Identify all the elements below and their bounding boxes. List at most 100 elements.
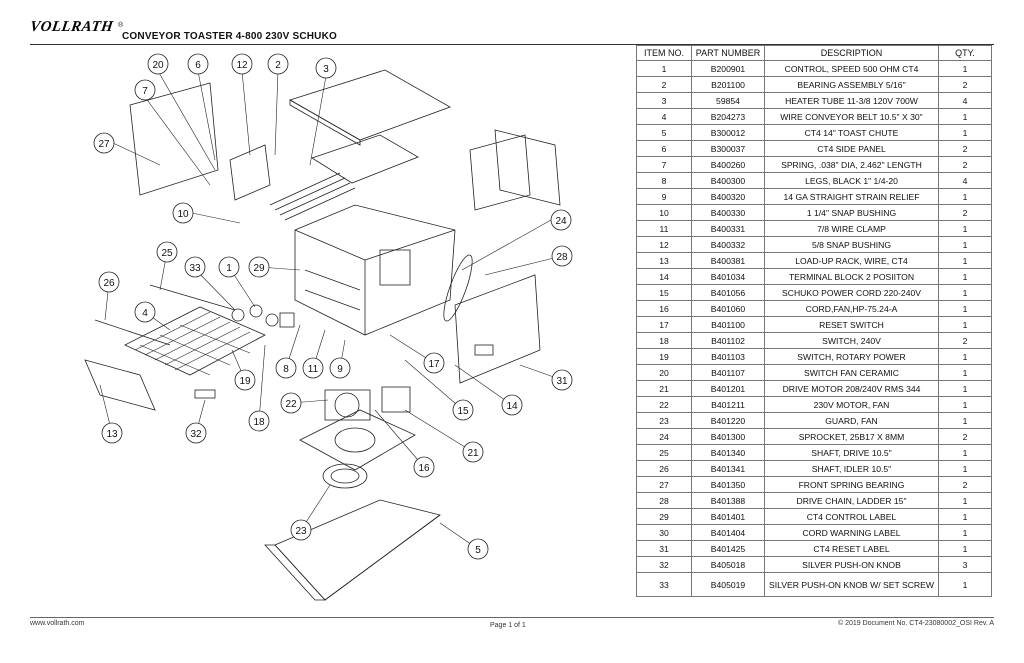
callout-23: 23 (290, 519, 312, 541)
svg-text:1: 1 (226, 263, 232, 274)
cell-qty: 2 (938, 76, 992, 93)
website-link[interactable]: www.vollrath.com (30, 620, 85, 627)
cell-qty: 1 (938, 108, 992, 125)
callout-21: 21 (462, 441, 484, 463)
cell-qty: 1 (938, 412, 992, 429)
cell-part-number: B401103 (691, 348, 765, 365)
left-side-panel (129, 82, 219, 196)
cell-part-number: B400332 (691, 236, 765, 253)
svg-text:8: 8 (283, 364, 289, 375)
svg-text:14: 14 (506, 401, 518, 412)
svg-text:26: 26 (103, 278, 115, 289)
cell-part-number: B401100 (691, 316, 765, 333)
cell-item-no: 22 (636, 396, 692, 413)
cell-description: 1 1/4" SNAP BUSHING (764, 204, 939, 221)
cell-part-number: 59854 (691, 92, 765, 109)
cell-qty: 1 (938, 508, 992, 525)
cell-item-no: 5 (636, 124, 692, 141)
cell-description: RESET SWITCH (764, 316, 939, 333)
fan-guard-plate (299, 409, 416, 471)
callout-3: 3 (315, 57, 337, 79)
cell-description: 7/8 WIRE CLAMP (764, 220, 939, 237)
cell-description: LOAD-UP RACK, WIRE, CT4 (764, 252, 939, 269)
header-item-no: ITEM NO. (636, 45, 692, 61)
svg-text:2: 2 (275, 60, 281, 71)
cell-item-no: 26 (636, 460, 692, 477)
cell-item-no: 18 (636, 332, 692, 349)
callout-16: 16 (413, 456, 435, 478)
cell-description: 230V MOTOR, FAN (764, 396, 939, 413)
rear-reset-panel (454, 274, 541, 384)
cell-part-number: B400320 (691, 188, 765, 205)
cell-item-no: 2 (636, 76, 692, 93)
svg-text:18: 18 (253, 417, 265, 428)
cell-description: WIRE CONVEYOR BELT 10.5" X 30" (764, 108, 939, 125)
callout-14: 14 (501, 394, 523, 416)
cell-item-no: 25 (636, 444, 692, 461)
cell-part-number: B200901 (691, 60, 765, 77)
cell-description: CT4 RESET LABEL (764, 540, 939, 557)
svg-text:22: 22 (285, 399, 297, 410)
callout-28: 28 (551, 245, 573, 267)
cell-qty: 3 (938, 556, 992, 573)
page-indicator: Page 1 of 1 (490, 622, 526, 629)
cell-part-number: B401340 (691, 444, 765, 461)
cell-part-number: B405019 (691, 572, 765, 597)
callout-11: 11 (302, 357, 324, 379)
svg-text:32: 32 (190, 429, 202, 440)
cell-qty: 2 (938, 476, 992, 493)
cell-part-number: B400300 (691, 172, 765, 189)
callout-33: 33 (184, 256, 206, 278)
fan-motor (324, 389, 371, 421)
cell-part-number: B401388 (691, 492, 765, 509)
cell-qty: 1 (938, 572, 992, 597)
svg-text:31: 31 (556, 376, 568, 387)
header-divider (30, 44, 994, 45)
callout-20: 20 (147, 53, 169, 75)
cell-description: SWITCH FAN CERAMIC (764, 364, 939, 381)
cell-qty: 1 (938, 60, 992, 77)
svg-text:6: 6 (195, 60, 201, 71)
callout-32: 32 (185, 422, 207, 444)
cell-item-no: 32 (636, 556, 692, 573)
cell-qty: 1 (938, 348, 992, 365)
cell-description: CORD WARNING LABEL (764, 524, 939, 541)
cell-item-no: 13 (636, 252, 692, 269)
cell-part-number: B401056 (691, 284, 765, 301)
cell-part-number: B400331 (691, 220, 765, 237)
heater-plate (311, 134, 419, 184)
header-description: DESCRIPTION (764, 45, 939, 61)
cell-item-no: 15 (636, 284, 692, 301)
svg-text:17: 17 (428, 359, 440, 370)
cell-description: FRONT SPRING BEARING (764, 476, 939, 493)
callout-5: 5 (467, 538, 489, 560)
callout-12: 12 (231, 53, 253, 75)
svg-text:25: 25 (161, 248, 173, 259)
callout-13: 13 (101, 422, 123, 444)
cell-item-no: 7 (636, 156, 692, 173)
svg-text:29: 29 (253, 263, 265, 274)
cell-part-number: B300037 (691, 140, 765, 157)
cell-qty: 2 (938, 332, 992, 349)
cell-item-no: 23 (636, 412, 692, 429)
cell-part-number: B401201 (691, 380, 765, 397)
cell-part-number: B401401 (691, 508, 765, 525)
cell-description: 5/8 SNAP BUSHING (764, 236, 939, 253)
cell-item-no: 16 (636, 300, 692, 317)
